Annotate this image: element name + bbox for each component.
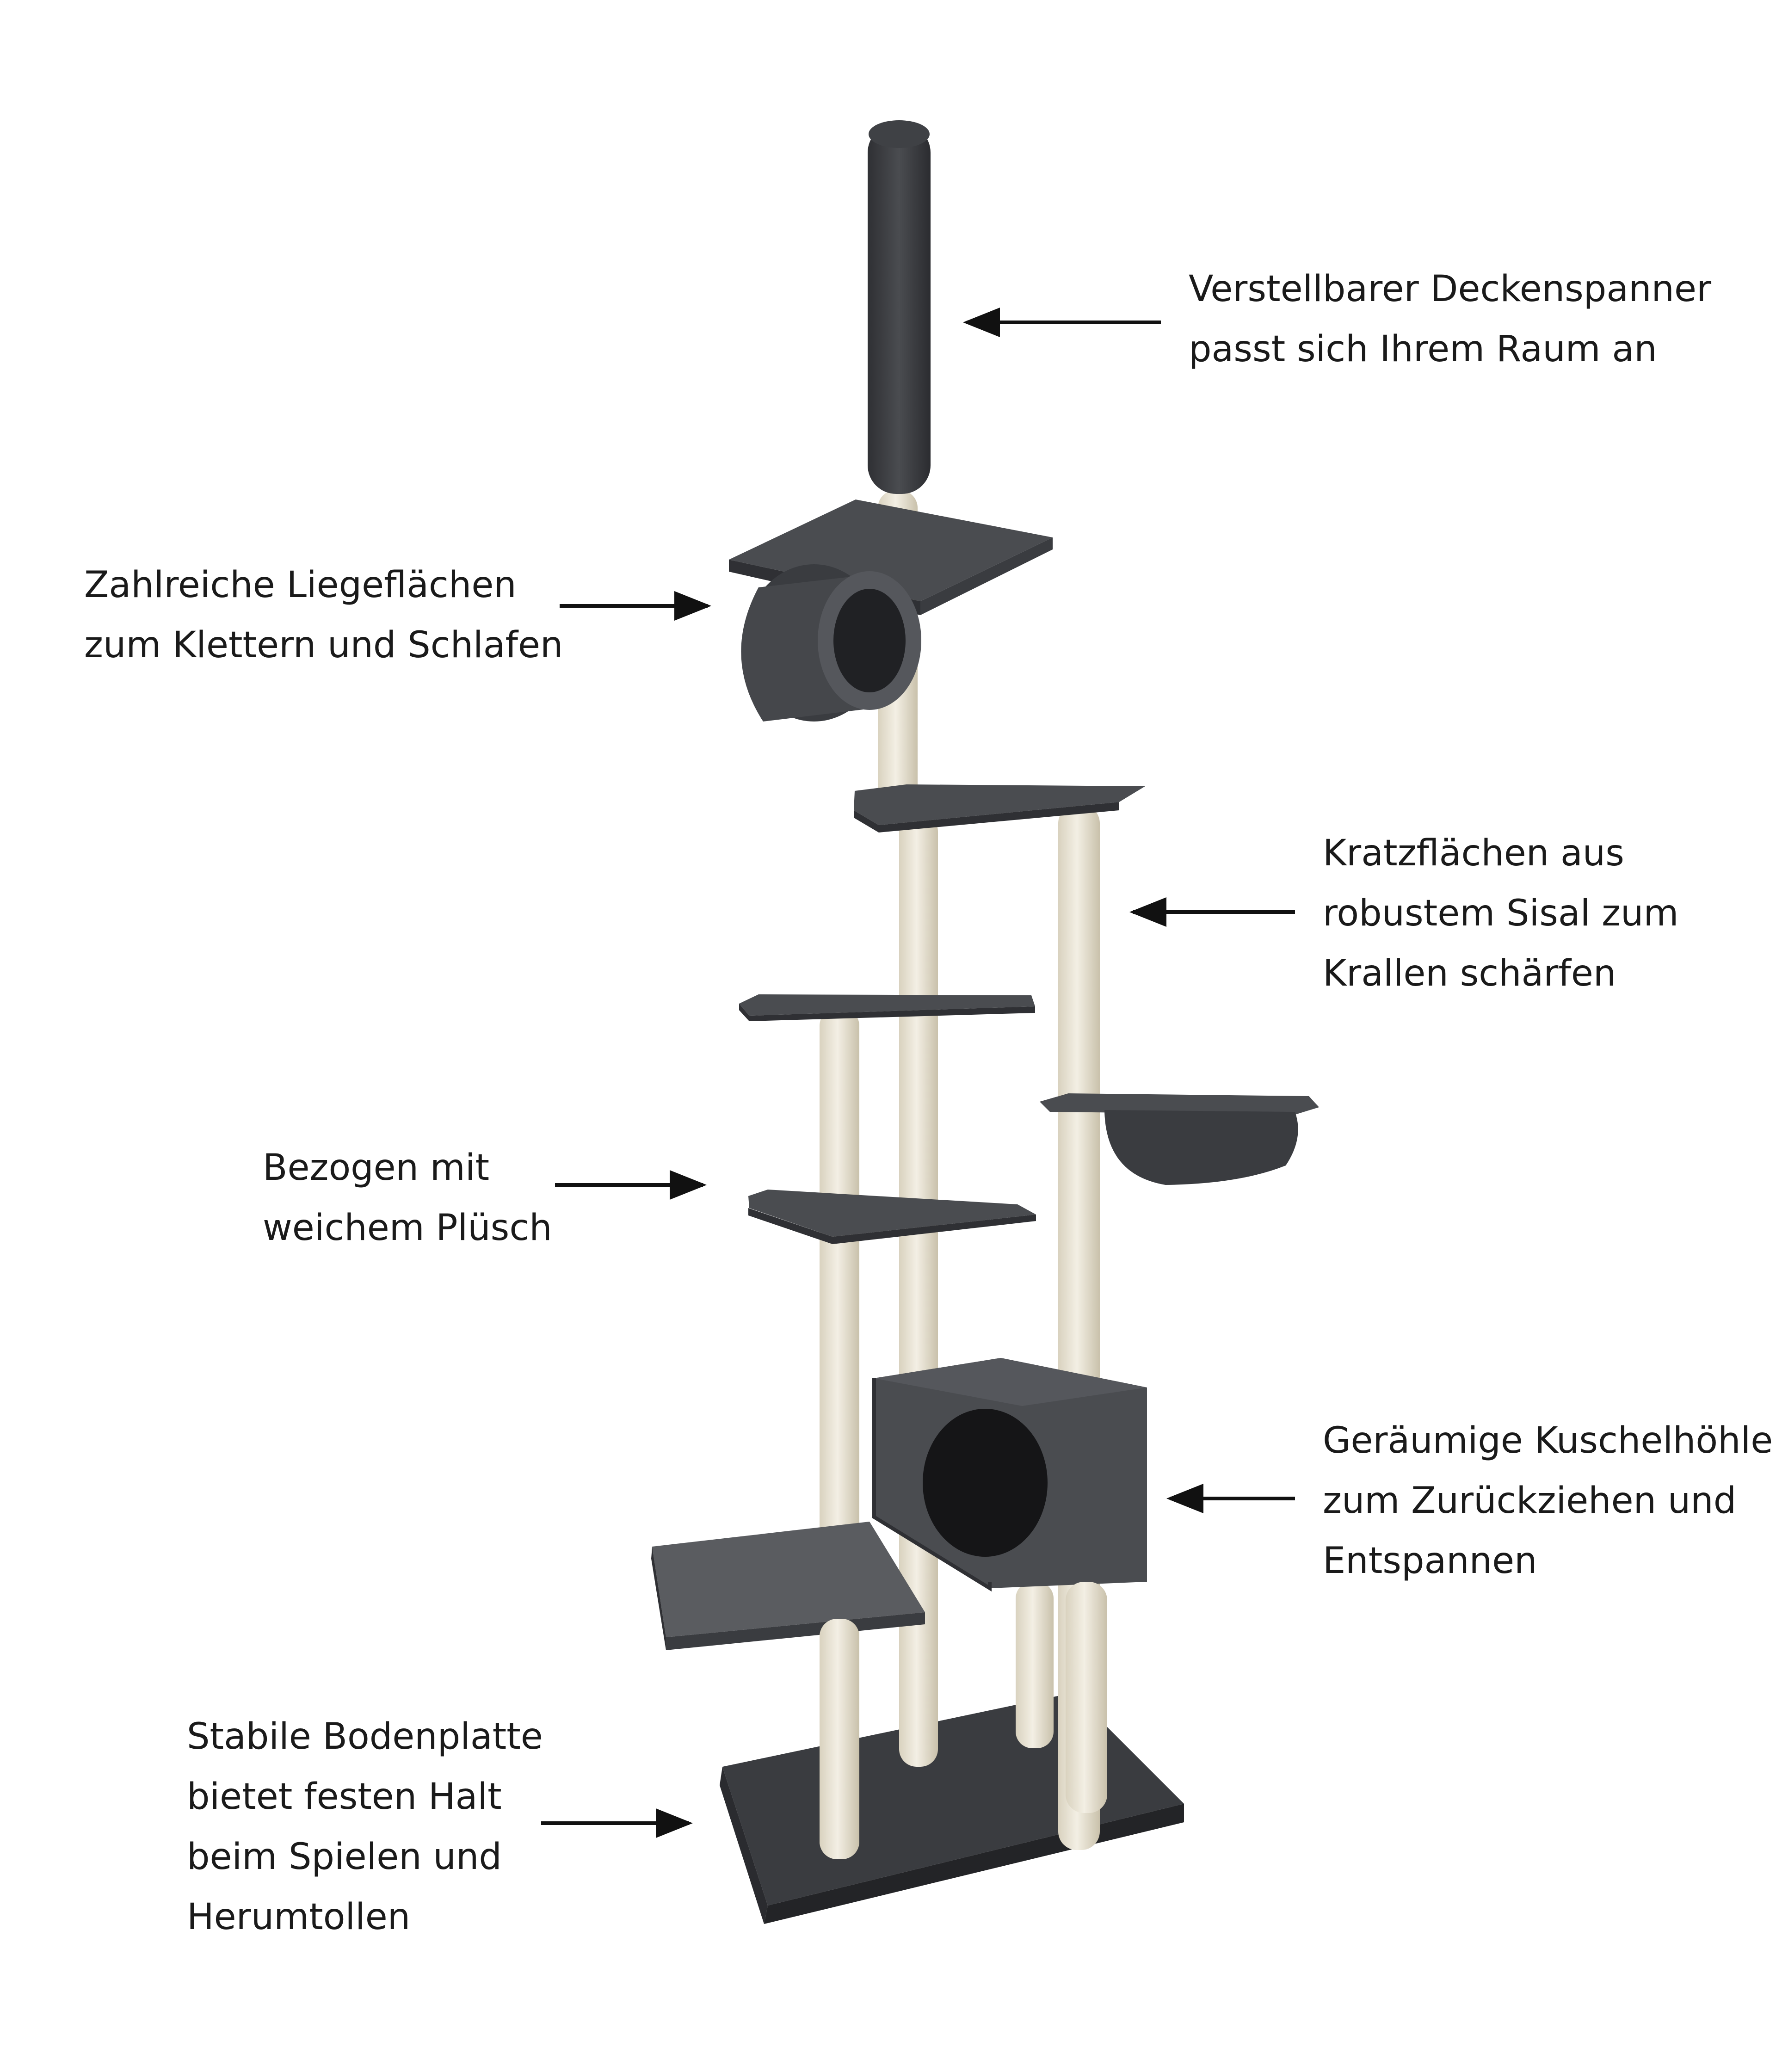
sisal-post-back-right bbox=[1016, 1582, 1054, 1748]
annotation-line: Herumtollen bbox=[187, 1896, 411, 1938]
annotation-line: Entspannen bbox=[1323, 1540, 1537, 1582]
annotation-line: Krallen schärfen bbox=[1323, 953, 1616, 994]
tunnel bbox=[741, 564, 921, 722]
annotation-base-plate: Stabile Bodenplatte bietet festen Halt b… bbox=[187, 1707, 543, 1947]
annotation-line: robustem Sisal zum bbox=[1323, 893, 1679, 934]
annotation-line: passt sich Ihrem Raum an bbox=[1189, 328, 1657, 370]
platform-second bbox=[854, 784, 1145, 832]
annotation-lying-surfaces: Zahlreiche Liegeflächen zum Klettern und… bbox=[84, 555, 563, 675]
annotation-line: Zahlreiche Liegeflächen bbox=[84, 564, 517, 606]
annotation-sisal-scratching: Kratzflächen aus robustem Sisal zum Kral… bbox=[1323, 823, 1678, 1004]
ceiling-tensioner bbox=[868, 120, 931, 494]
platform-fourth bbox=[748, 1190, 1036, 1244]
annotation-line: Bezogen mit bbox=[263, 1147, 490, 1189]
platform-lower-left bbox=[651, 1522, 925, 1650]
cuddle-cave bbox=[872, 1358, 1147, 1592]
hammock-bowl bbox=[1040, 1093, 1319, 1185]
annotation-line: zum Klettern und Schlafen bbox=[84, 624, 563, 666]
annotation-cuddle-cave: Geräumige Kuschelhöhle zum Zurückziehen … bbox=[1323, 1411, 1773, 1591]
annotation-line: beim Spielen und bbox=[187, 1836, 502, 1878]
base-plate bbox=[720, 1693, 1184, 1924]
sisal-post-lower-left bbox=[820, 1619, 859, 1859]
annotation-line: Verstellbarer Deckenspanner bbox=[1189, 268, 1712, 310]
annotation-line: zum Zurückziehen und bbox=[1323, 1480, 1737, 1522]
annotation-line: bietet festen Halt bbox=[187, 1776, 502, 1818]
annotation-line: Geräumige Kuschelhöhle bbox=[1323, 1420, 1773, 1462]
annotation-line: weichem Plüsch bbox=[263, 1207, 552, 1249]
annotation-line: Kratzflächen aus bbox=[1323, 832, 1624, 874]
annotation-plush-cover: Bezogen mit weichem Plüsch bbox=[263, 1138, 552, 1258]
annotation-ceiling-tensioner: Verstellbarer Deckenspanner passt sich I… bbox=[1189, 259, 1711, 379]
sisal-post-lower-right bbox=[1066, 1582, 1107, 1813]
annotation-line: Stabile Bodenplatte bbox=[187, 1716, 543, 1758]
platform-third bbox=[739, 994, 1035, 1021]
